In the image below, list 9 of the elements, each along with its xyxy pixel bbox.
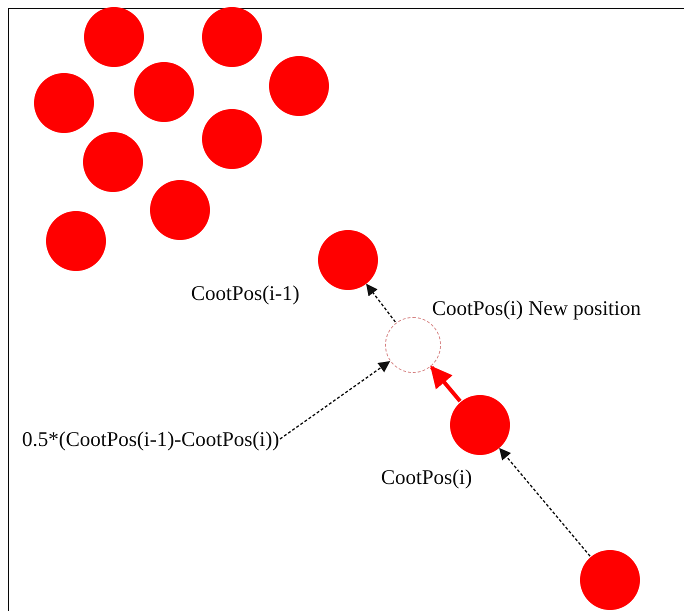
position-label: CootPos(i-1) <box>191 282 300 304</box>
arrow <box>499 448 591 557</box>
position-label: CootPos(i) New position <box>432 297 641 319</box>
coot-circle <box>450 395 510 455</box>
position-label: CootPos(i) <box>381 466 472 488</box>
formula-text: 0.5*(CootPos(i-1)-CootPos(i)) <box>22 428 280 450</box>
arrow <box>366 284 396 322</box>
arrow <box>280 361 390 440</box>
arrow <box>430 366 462 402</box>
